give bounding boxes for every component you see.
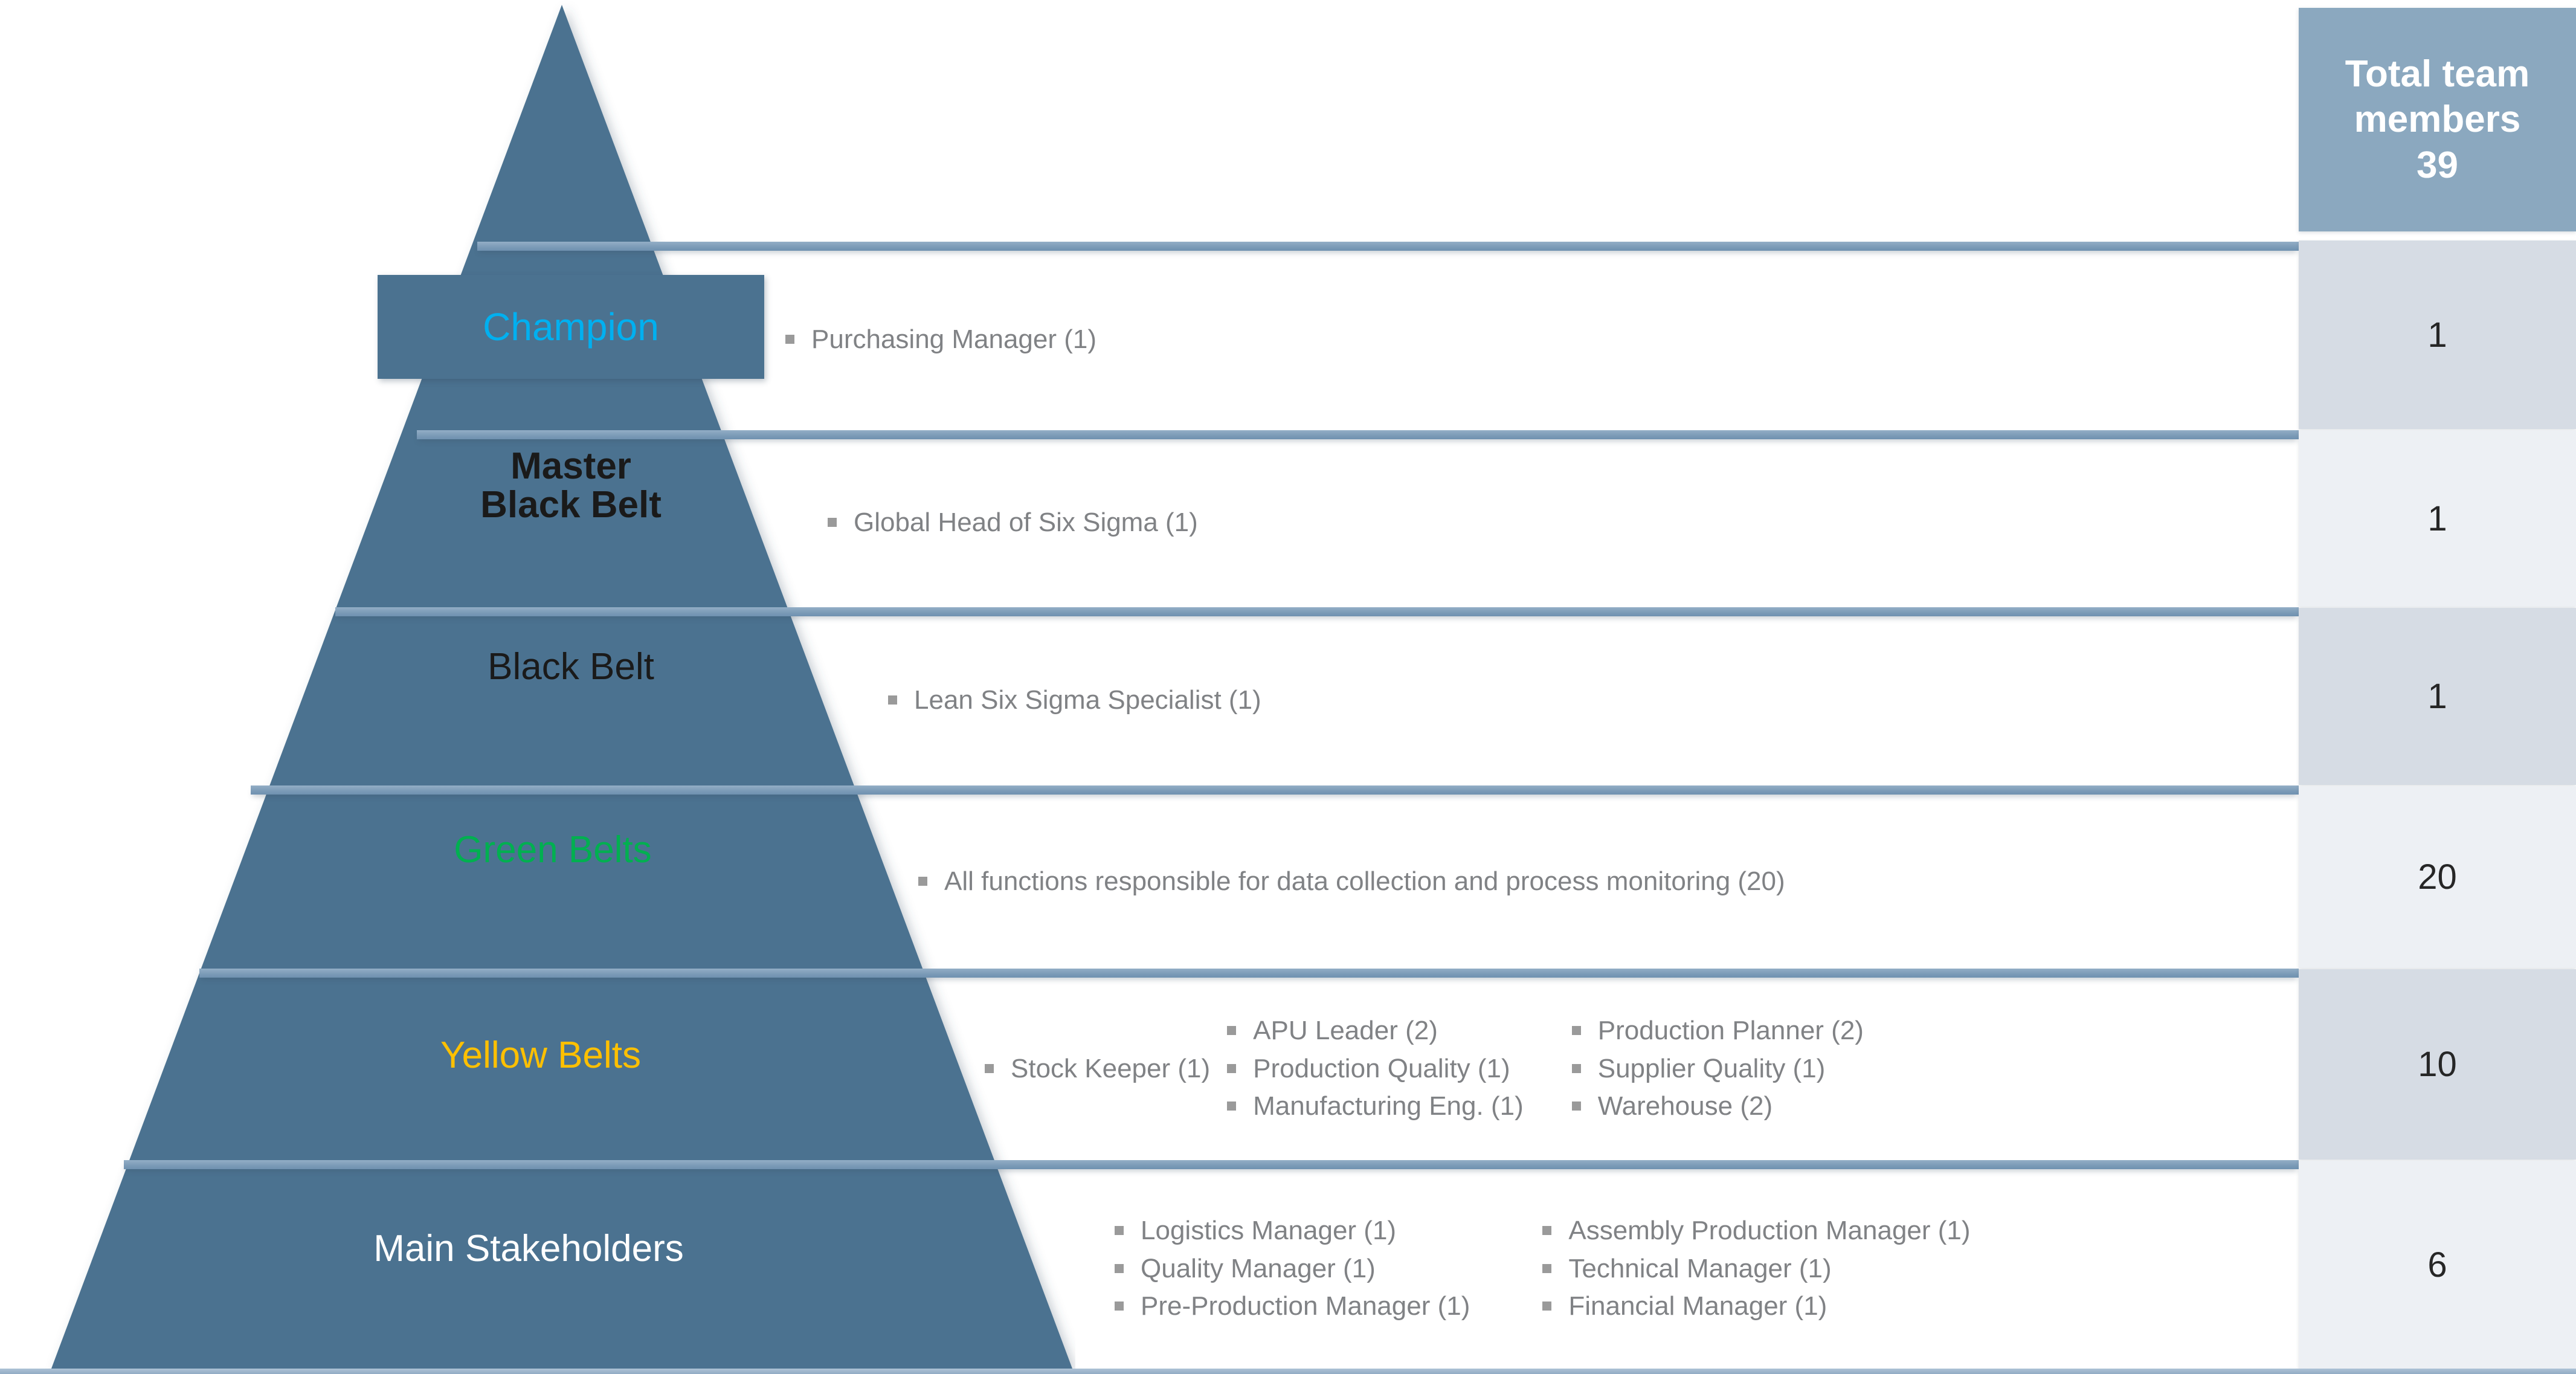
total-cell-yellow-belts: 10 [2299,969,2576,1160]
bottom-divider [0,1369,2576,1374]
bullet-column: Production Planner (2) Supplier Quality … [1571,1012,1864,1125]
square-bullet-icon [1542,1226,1552,1236]
bullet-column: Global Head of Six Sigma (1) [828,504,1198,541]
list-item-label: Production Quality (1) [1253,1053,1510,1083]
list-item: Production Planner (2) [1571,1012,1864,1050]
list-item-label: Assembly Production Manager (1) [1568,1216,1971,1246]
square-bullet-icon [785,335,794,344]
square-bullet-icon [1227,1101,1237,1111]
square-bullet-icon [888,695,897,705]
list-item: Technical Manager (1) [1542,1250,1970,1288]
square-bullet-icon [1542,1301,1552,1311]
total-cell-black-belt: 1 [2299,608,2576,785]
square-bullet-icon [1227,1026,1237,1036]
total-cell-green-belts: 20 [2299,786,2576,968]
divider-black-belt [335,607,2299,616]
list-item-label: Technical Manager (1) [1568,1253,1832,1283]
square-bullet-icon [1115,1226,1124,1236]
list-item: All functions responsible for data colle… [918,863,1785,900]
list-item: Pre-Production Manager (1) [1115,1288,1470,1325]
list-item-label: Quality Manager (1) [1141,1253,1376,1283]
total-cell-champion: 1 [2299,240,2576,429]
square-bullet-icon [1571,1063,1581,1073]
list-item: Assembly Production Manager (1) [1542,1212,1971,1250]
square-bullet-icon [1571,1101,1581,1111]
list-item-label: Financial Manager (1) [1568,1291,1827,1321]
square-bullet-icon [828,517,837,527]
list-item-label: APU Leader (2) [1253,1016,1438,1046]
bullet-column: APU Leader (2) Production Quality (1) Ma… [1227,1012,1524,1125]
list-item-label: Purchasing Manager (1) [811,324,1097,355]
totals-header: Total team members 39 [2299,8,2576,231]
total-cell-master-black-belt: 1 [2299,430,2576,607]
bullet-column: All functions responsible for data colle… [918,863,1785,900]
list-item: Purchasing Manager (1) [785,321,1096,358]
list-item-label: Lean Six Sigma Specialist (1) [914,685,1261,715]
list-item: Global Head of Six Sigma (1) [828,504,1198,541]
row-black-belt: Lean Six Sigma Specialist (1) [888,615,2296,785]
totals-column: Total team members 39 1 1 1 20 10 6 [2299,0,2576,1374]
square-bullet-icon [1115,1263,1124,1273]
list-item: Manufacturing Eng. (1) [1227,1088,1524,1125]
list-item-label: Pre-Production Manager (1) [1141,1291,1470,1321]
bullet-column: Assembly Production Manager (1) Technica… [1542,1212,1971,1325]
square-bullet-icon [1542,1263,1552,1273]
list-item-label: Production Planner (2) [1597,1016,1864,1046]
square-bullet-icon [1571,1026,1581,1036]
level-band-champion: Champion [378,275,764,379]
list-item-label: Supplier Quality (1) [1597,1053,1826,1083]
list-item: Logistics Manager (1) [1115,1212,1470,1250]
row-main-stakeholders: Logistics Manager (1) Quality Manager (1… [1115,1169,2296,1369]
bullet-column: Purchasing Manager (1) [785,321,1096,358]
divider-mbb [417,430,2299,439]
list-item-label: Stock Keeper (1) [1011,1053,1211,1083]
list-item: Production Quality (1) [1227,1050,1524,1088]
bullet-column: Lean Six Sigma Specialist (1) [888,682,1261,719]
divider-yellow [199,969,2299,978]
square-bullet-icon [1115,1301,1124,1311]
list-item: Financial Manager (1) [1542,1288,1970,1325]
row-green-belts: All functions responsible for data colle… [918,795,2296,969]
row-champion: Purchasing Manager (1) [785,251,2296,429]
square-bullet-icon [1227,1063,1237,1073]
square-bullet-icon [985,1063,994,1073]
list-item-label: Warehouse (2) [1597,1091,1773,1121]
list-item: Warehouse (2) [1571,1088,1864,1125]
bullet-column: Stock Keeper (1) [985,1050,1210,1088]
list-item-label: Global Head of Six Sigma (1) [854,507,1198,537]
divider-stakeholders [124,1160,2299,1169]
square-bullet-icon [918,876,927,886]
level-label-champion: Champion [483,305,659,349]
totals-header-total: 39 [2417,144,2458,186]
list-item: APU Leader (2) [1227,1012,1524,1050]
bullet-column: Logistics Manager (1) Quality Manager (1… [1115,1212,1470,1325]
row-master-black-belt: Global Head of Six Sigma (1) [828,438,2296,607]
totals-header-line2: members [2354,98,2521,141]
list-item: Stock Keeper (1) [985,1050,1210,1088]
totals-header-line1: Total team [2345,53,2530,95]
total-cell-main-stakeholders: 6 [2299,1161,2576,1369]
list-item-label: All functions responsible for data colle… [944,866,1785,896]
list-item-label: Logistics Manager (1) [1141,1216,1397,1246]
list-item: Supplier Quality (1) [1571,1050,1864,1088]
row-yellow-belts: Stock Keeper (1) APU Leader (2) Producti… [985,978,2296,1160]
list-item-label: Manufacturing Eng. (1) [1253,1091,1524,1121]
divider-champion [477,242,2299,251]
divider-green [251,785,2299,795]
list-item: Quality Manager (1) [1115,1250,1470,1288]
list-item: Lean Six Sigma Specialist (1) [888,682,1261,719]
